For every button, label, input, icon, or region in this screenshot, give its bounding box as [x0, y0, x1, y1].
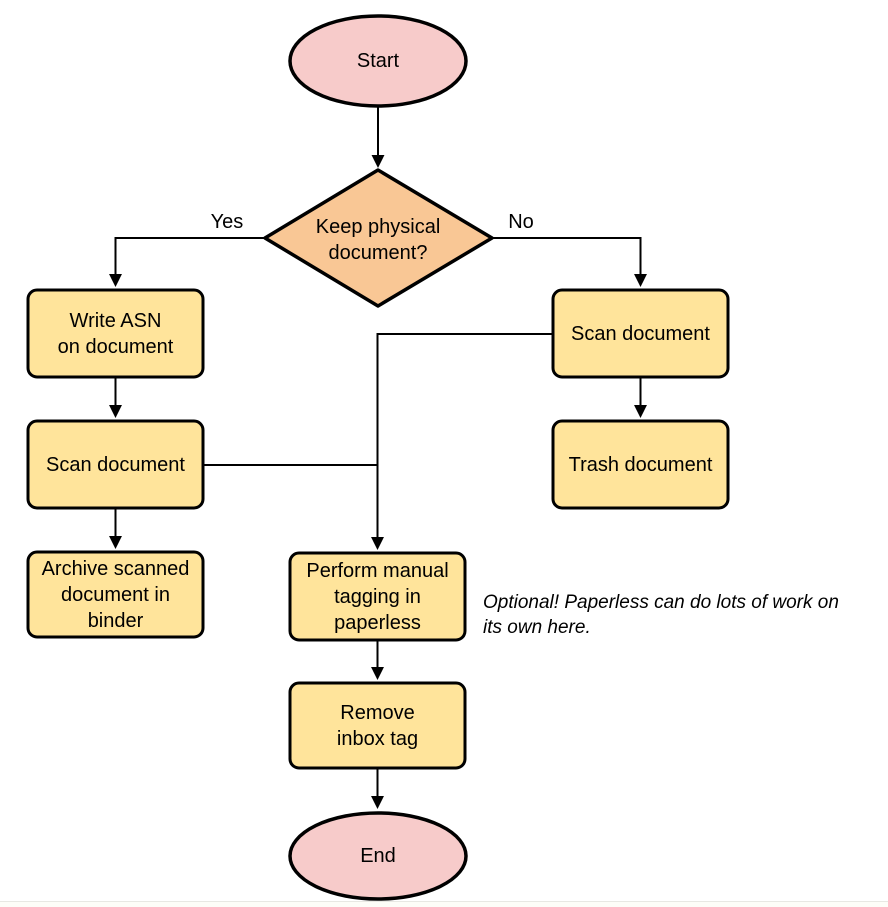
- decision-node: [263, 168, 494, 308]
- start-node: [288, 14, 468, 108]
- edge-scanright-to-tagging: [371, 333, 553, 550]
- bottom-strip: [0, 902, 888, 907]
- scan-left-node: [26, 419, 205, 510]
- edge-decision-no: [491, 237, 647, 287]
- edge-group: [109, 107, 647, 809]
- edge-decision-yes: [109, 237, 266, 287]
- end-node: [288, 811, 468, 901]
- scan-right-node: [551, 288, 730, 379]
- write-asn-node: [26, 288, 205, 379]
- optional-annotation: Optional! Paperless can do lots of work …: [483, 592, 839, 638]
- remove-inbox-node: [288, 681, 467, 770]
- tagging-node: [288, 551, 467, 642]
- archive-node: [26, 550, 205, 639]
- trash-node: [551, 419, 730, 510]
